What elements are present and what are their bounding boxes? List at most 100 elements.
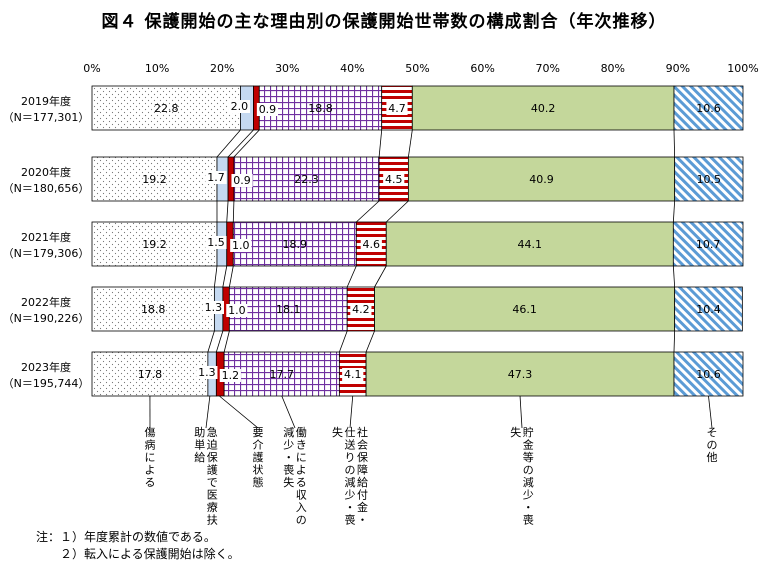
data-label: 1.7 [207,171,225,184]
data-label-bg [230,239,252,252]
data-label: 4.1 [344,368,362,381]
x-tick-label: 20% [210,62,234,75]
bar-segment [365,351,675,397]
connector-line [365,330,375,353]
connector-line [232,200,235,223]
chart-title: 図４ 保護開始の主な理由別の保護開始世帯数の構成割合（年次推移） [101,12,667,32]
bar-segment [411,85,675,131]
series-callout-label: 要介護状態 [253,426,264,489]
series-callout-label: 社会保障給付金・仕送りの減少・喪失 [332,425,368,527]
callout-leader [219,395,259,429]
bar-segment [233,156,380,202]
data-label: 1.0 [232,239,250,252]
data-label: 4.7 [388,102,406,115]
callout-leader [519,395,523,429]
data-label: 22.3 [294,173,319,186]
data-label: 1.0 [228,304,246,317]
data-label-bg [231,174,253,187]
data-label-bg [342,368,364,381]
connector-line [672,265,676,288]
callout-leader [349,395,354,429]
series-callout-label: その他 [707,426,718,464]
bar-segment [674,286,743,332]
data-label: 40.2 [531,102,556,115]
connector-line [672,200,676,223]
connector-line [207,330,215,353]
x-tick-label: 80% [601,62,625,75]
data-label: 19.2 [142,173,167,186]
connector-line [223,330,230,353]
x-tick-label: 90% [666,62,690,75]
row-label-n: （N＝177,301） [3,111,90,124]
data-label: 47.3 [508,368,533,381]
data-label: 44.1 [518,238,543,251]
bar-segment [673,85,744,131]
data-label: 4.2 [352,303,370,316]
connector-line [374,265,387,288]
data-label: 18.1 [276,303,301,316]
data-label: 10.5 [697,173,722,186]
connector-line [213,265,218,288]
x-tick-label: 50% [405,62,429,75]
bar-segment [232,221,357,267]
callout-leader [281,395,296,429]
row-label-n: （N＝179,306） [3,247,90,260]
data-label: 18.8 [141,303,166,316]
connector-line [385,200,409,223]
data-label: 17.8 [138,368,163,381]
series-callout-label: 傷病による [145,425,156,489]
x-tick-label: 10% [145,62,169,75]
bar-segment [91,156,218,202]
note-1: 注：１）年度累計の数値である。 [36,530,216,544]
data-label-bg [205,236,227,249]
connector-line [356,200,380,223]
row-label-n: （N＝195,744） [3,377,90,390]
connector-line [378,129,383,158]
data-label: 17.7 [270,368,295,381]
connector-line [339,330,348,353]
bar-segment [223,351,340,397]
row-label-n: （N＝180,656） [3,182,90,195]
connector-line [226,200,229,223]
connector-line [346,265,357,288]
series-callout-label: 働きによる収入の減少・喪失 [283,425,307,527]
bar-segment [385,221,674,267]
data-label-bg [360,238,382,251]
bar-segment [91,221,218,267]
bar-segment [258,85,383,131]
data-label: 19.2 [142,238,167,251]
data-label: 4.5 [385,173,403,186]
note-2: ２）転入による保護開始は除く。 [36,547,240,561]
bar-segment [228,286,348,332]
data-label-bg [205,171,227,184]
row-label-year: 2021年度 [21,230,71,244]
connector-line [407,129,413,158]
bar-segment [674,156,744,202]
bar-segment [672,221,744,267]
data-label: 40.9 [529,173,554,186]
data-label: 2.0 [231,100,249,113]
data-label: 22.8 [154,102,179,115]
connector-line [216,129,241,158]
data-label: 1.3 [205,301,223,314]
bar-segment [407,156,676,202]
row-label-year: 2023年度 [21,360,71,374]
data-label: 18.8 [308,102,333,115]
row-label-year: 2020年度 [21,165,71,179]
bar-segment [374,286,676,332]
callout-leader [708,395,713,429]
data-label-bg [350,303,372,316]
bar-segment [91,286,215,332]
connector-line [215,330,224,353]
data-label: 1.3 [198,366,216,379]
x-tick-label: 60% [470,62,494,75]
data-label: 1.5 [207,236,225,249]
data-label: 18.9 [283,238,308,251]
data-label-bg [202,301,224,314]
bar-segment [91,85,241,131]
data-label: 10.6 [696,102,721,115]
connector-line [222,265,228,288]
connector-line [227,129,254,158]
x-tick-label: 40% [340,62,364,75]
